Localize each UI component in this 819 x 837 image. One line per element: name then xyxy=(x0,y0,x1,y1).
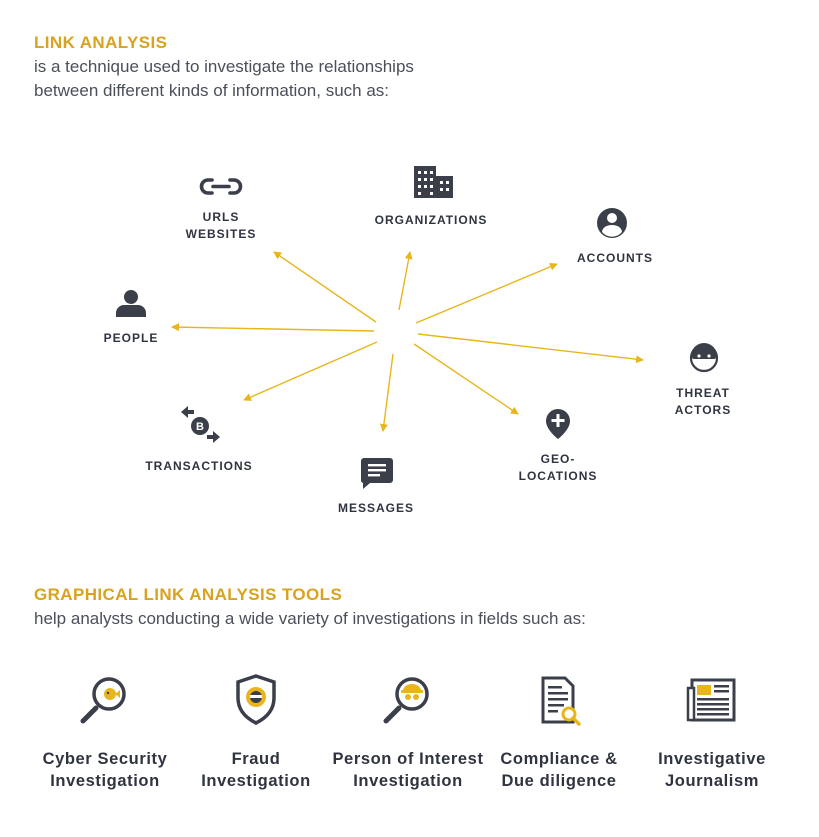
tool-label-cyber-security-line2: Investigation xyxy=(50,772,160,790)
document-magnifier-icon xyxy=(541,676,581,726)
node-label-messages-line1: MESSAGES xyxy=(337,501,414,515)
node-label-accounts: ACCOUNTS xyxy=(535,250,695,267)
arrow-organizations xyxy=(398,251,413,311)
map-pin-plus-icon xyxy=(546,409,570,439)
tool-label-person-of-interest: Person of Interest Investigation xyxy=(328,748,488,792)
tool-person-of-interest: Person of Interest Investigation xyxy=(328,672,488,792)
node-label-urls-line1: URLS xyxy=(202,210,240,224)
tool-label-fraud: Fraud Investigation xyxy=(176,748,336,792)
node-label-threat-actors: THREAT ACTORS xyxy=(623,385,783,419)
node-label-organizations-line1: ORGANIZATIONS xyxy=(374,213,488,227)
intro-heading: LINK ANALYSIS xyxy=(34,33,168,52)
tool-cyber-security: Cyber Security Investigation xyxy=(25,672,185,792)
tool-compliance: Compliance & Due diligence xyxy=(479,672,639,792)
node-label-threat-actors-line2: ACTORS xyxy=(674,403,732,417)
tool-label-cyber-security: Cyber Security Investigation xyxy=(25,748,185,792)
arrow-threat-actors xyxy=(417,333,644,364)
node-label-urls: URLS WEBSITES xyxy=(141,209,301,243)
tool-label-journalism-line2: Journalism xyxy=(664,772,760,790)
node-label-geo-locations-line1: GEO- xyxy=(540,452,576,466)
node-label-accounts-line1: ACCOUNTS xyxy=(577,251,653,265)
node-label-people-line1: PEOPLE xyxy=(103,331,159,345)
tool-label-fraud-line2: Investigation xyxy=(201,772,311,790)
tool-label-journalism-line1: Investigative xyxy=(658,750,766,768)
intro-text-line1: is a technique used to investigate the r… xyxy=(34,57,414,76)
link-diagram: B xyxy=(116,166,719,489)
arrow-transactions xyxy=(243,341,378,401)
arrow-accounts xyxy=(415,263,558,324)
node-label-transactions-line1: TRANSACTIONS xyxy=(145,459,253,473)
account-icon xyxy=(597,208,627,238)
node-label-organizations: ORGANIZATIONS xyxy=(351,212,511,229)
diagram-arrows xyxy=(171,251,644,432)
node-label-urls-line2: WEBSITES xyxy=(185,227,257,241)
magnifier-fish-icon xyxy=(80,677,126,724)
tool-label-fraud-line1: Fraud xyxy=(231,750,281,768)
tool-journalism: Investigative Journalism xyxy=(632,672,792,792)
tool-label-person-of-interest-line2: Investigation xyxy=(353,772,463,790)
arrow-messages xyxy=(379,353,394,432)
tools-text: help analysts conducting a wide variety … xyxy=(34,609,586,628)
node-label-geo-locations: GEO- LOCATIONS xyxy=(478,451,638,485)
masked-actor-icon xyxy=(689,343,719,373)
arrow-geo-locations xyxy=(413,343,519,415)
node-label-transactions: TRANSACTIONS xyxy=(119,458,279,475)
tool-label-compliance-line1: Compliance & xyxy=(500,750,618,768)
arrow-urls xyxy=(273,251,377,323)
node-label-messages: MESSAGES xyxy=(296,500,456,517)
tool-label-compliance: Compliance & Due diligence xyxy=(479,748,639,792)
tool-fraud: Fraud Investigation xyxy=(176,672,336,792)
node-label-threat-actors-line1: THREAT xyxy=(676,386,730,400)
intro-text-line2: between different kinds of information, … xyxy=(34,81,389,100)
intro-text: is a technique used to investigate the r… xyxy=(34,55,414,103)
svg-text:B: B xyxy=(196,421,204,433)
newspaper-icon xyxy=(686,678,736,722)
person-icon xyxy=(116,290,146,317)
shield-thief-icon xyxy=(236,674,276,725)
tool-label-person-of-interest-line1: Person of Interest xyxy=(332,750,484,768)
message-icon xyxy=(360,458,393,489)
tools-heading: GRAPHICAL LINK ANALYSIS TOOLS xyxy=(34,585,343,604)
arrow-people xyxy=(171,323,375,332)
node-label-people: PEOPLE xyxy=(51,330,211,347)
tool-label-cyber-security-line1: Cyber Security xyxy=(42,750,168,768)
tool-label-journalism: Investigative Journalism xyxy=(632,748,792,792)
node-label-geo-locations-line2: LOCATIONS xyxy=(518,469,598,483)
building-icon xyxy=(414,166,453,198)
tool-label-compliance-line2: Due diligence xyxy=(501,772,617,790)
magnifier-spy-icon xyxy=(383,677,429,724)
link-icon xyxy=(199,178,243,195)
bitcoin-exchange-icon: B xyxy=(181,406,220,443)
